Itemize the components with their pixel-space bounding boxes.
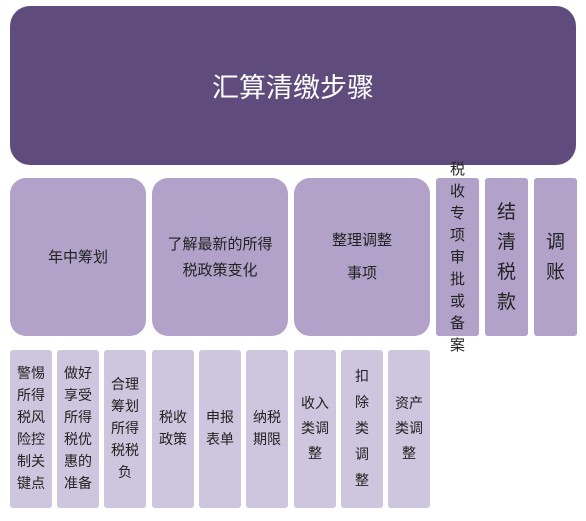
leaf-label: 警惕所得税风险控制关键点	[17, 366, 45, 492]
node-policy-changes: 了解最新的所得税政策变化	[152, 178, 288, 336]
leaf-label: 纳税期限	[253, 410, 281, 448]
leaf-label: 税收政策	[159, 410, 187, 448]
root-title: 汇算清缴步骤	[212, 73, 374, 104]
leaf-income-adjustment: 收入类调整	[294, 350, 336, 508]
root-node: 汇算清缴步骤	[10, 6, 576, 165]
leaf-label: 收入类调整	[301, 395, 329, 462]
node-label: 整理调整事项	[332, 231, 393, 282]
node-label: 了解最新的所得税政策变化	[167, 235, 273, 279]
leaf-label: 资产类调整	[395, 395, 423, 462]
leaf-tax-policy: 税收政策	[152, 350, 194, 508]
leaf-label: 申报表单	[206, 410, 234, 448]
node-adjustments: 整理调整事项	[294, 178, 430, 336]
node-label: 税收专项审批或备案	[449, 160, 465, 354]
leaf-tax-deadline: 纳税期限	[246, 350, 288, 508]
leaf-filing-forms: 申报表单	[199, 350, 241, 508]
leaf-tax-incentive-prep: 做好享受所得税优惠的准备	[57, 350, 99, 508]
leaf-label: 合理筹划所得税税负	[111, 377, 139, 481]
leaf-label: 扣除类调整	[355, 369, 369, 489]
node-label: 调账	[545, 231, 565, 283]
leaf-tax-burden-planning: 合理筹划所得税税负	[104, 350, 146, 508]
leaf-asset-adjustment: 资产类调整	[388, 350, 430, 508]
leaf-label: 做好享受所得税优惠的准备	[64, 366, 92, 492]
node-label: 年中筹划	[47, 247, 108, 266]
leaf-risk-control: 警惕所得税风险控制关键点	[10, 350, 52, 508]
node-adjust-accounts: 调账	[534, 178, 577, 336]
node-mid-year-planning: 年中筹划	[10, 178, 146, 336]
node-settle-tax: 结清税款	[485, 178, 528, 336]
node-label: 结清税款	[496, 201, 516, 313]
leaf-deduction-adjustment: 扣除类调整	[341, 350, 383, 508]
node-tax-approval: 税收专项审批或备案	[436, 160, 479, 354]
